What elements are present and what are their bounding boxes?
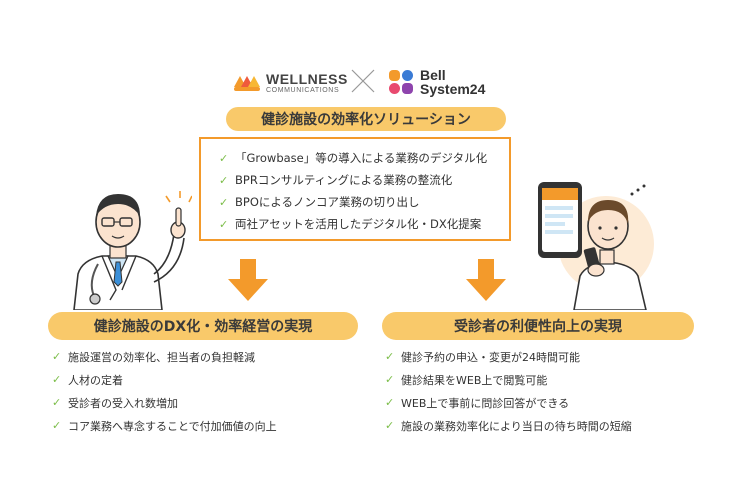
solution-text: 「Growbase」等の導入による業務のデジタル化 [235,151,488,165]
list-item-text: WEB上で事前に問診回答ができる [401,396,570,410]
list-item-text: 施設の業務効率化により当日の待ち時間の短縮 [401,419,632,433]
wellness-name: WELLNESS [266,71,348,87]
list-item: ✓ WEB上で事前に問診回答ができる [385,391,632,414]
list-item: ✓ 受診者の受入れ数増加 [52,391,277,414]
check-icon: ✓ [219,195,229,209]
solution-text: BPOによるノンコア業務の切り出し [235,195,420,209]
check-icon: ✓ [385,350,395,363]
wellness-sub: COMMUNICATIONS [266,87,340,94]
bell-line2: System24 [420,81,486,97]
right-benefit-list: ✓ 健診予約の申込・変更が24時間可能 ✓ 健診結果をWEB上で閲覧可能 ✓ WEB上… [385,345,632,437]
right-section-heading: 受診者の利便性向上の実現 [382,312,694,340]
bell-system24-logo: Bell System24 [388,68,485,96]
check-icon: ✓ [219,173,229,187]
check-icon: ✓ [219,151,229,165]
list-item-text: 受診者の受入れ数増加 [68,396,178,410]
wellness-logo: WELLNESS COMMUNICATIONS [232,72,348,94]
solution-text: BPRコンサルティングによる業務の整流化 [235,173,453,187]
wellness-mark-icon [234,76,260,91]
check-icon: ✓ [52,419,62,432]
list-item: ✓ 施設の業務効率化により当日の待ち時間の短縮 [385,414,632,437]
check-icon: ✓ [219,217,229,231]
solution-item: ✓ 両社アセットを活用したデジタル化・DX化提案 [219,213,509,235]
solution-title: 健診施設の効率化ソリューション [226,107,506,131]
check-icon: ✓ [52,373,62,386]
solution-item: ✓ BPRコンサルティングによる業務の整流化 [219,169,509,191]
bell-line1: Bell [420,67,446,83]
check-icon: ✓ [52,396,62,409]
list-item-text: コア業務へ専念することで付加価値の向上 [68,419,277,433]
check-icon: ✓ [52,350,62,363]
list-item-text: 健診予約の申込・変更が24時間可能 [401,350,580,364]
list-item-text: 施設運営の効率化、担当者の負担軽減 [68,350,255,364]
solution-item: ✓ 「Growbase」等の導入による業務のデジタル化 [219,147,509,169]
doctor-illustration [73,191,192,310]
list-item: ✓ 健診結果をWEB上で閲覧可能 [385,368,632,391]
patient-illustration [538,182,654,310]
solution-text: 両社アセットを活用したデジタル化・DX化提案 [235,217,482,231]
list-item-text: 健診結果をWEB上で閲覧可能 [401,373,548,387]
list-item: ✓ 人材の定着 [52,368,277,391]
list-item: ✓ コア業務へ専念することで付加価値の向上 [52,414,277,437]
bell-mark-icon [389,70,413,94]
list-item: ✓ 施設運営の効率化、担当者の負担軽減 [52,345,277,368]
list-item-text: 人材の定着 [68,373,123,387]
down-arrow-icon [228,259,268,301]
check-icon: ✓ [385,419,395,432]
down-arrow-icon [466,259,506,301]
left-benefit-list: ✓ 施設運営の効率化、担当者の負担軽減 ✓ 人材の定着 ✓ 受診者の受入れ数増加 ✓ コ… [52,345,277,437]
list-item: ✓ 健診予約の申込・変更が24時間可能 [385,345,632,368]
solution-box: ✓ 「Growbase」等の導入による業務のデジタル化 ✓ BPRコンサルティングに… [199,137,511,241]
cross-icon [351,69,375,93]
solution-item: ✓ BPOによるノンコア業務の切り出し [219,191,509,213]
check-icon: ✓ [385,396,395,409]
check-icon: ✓ [385,373,395,386]
left-section-heading: 健診施設のDX化・効率経営の実現 [48,312,358,340]
